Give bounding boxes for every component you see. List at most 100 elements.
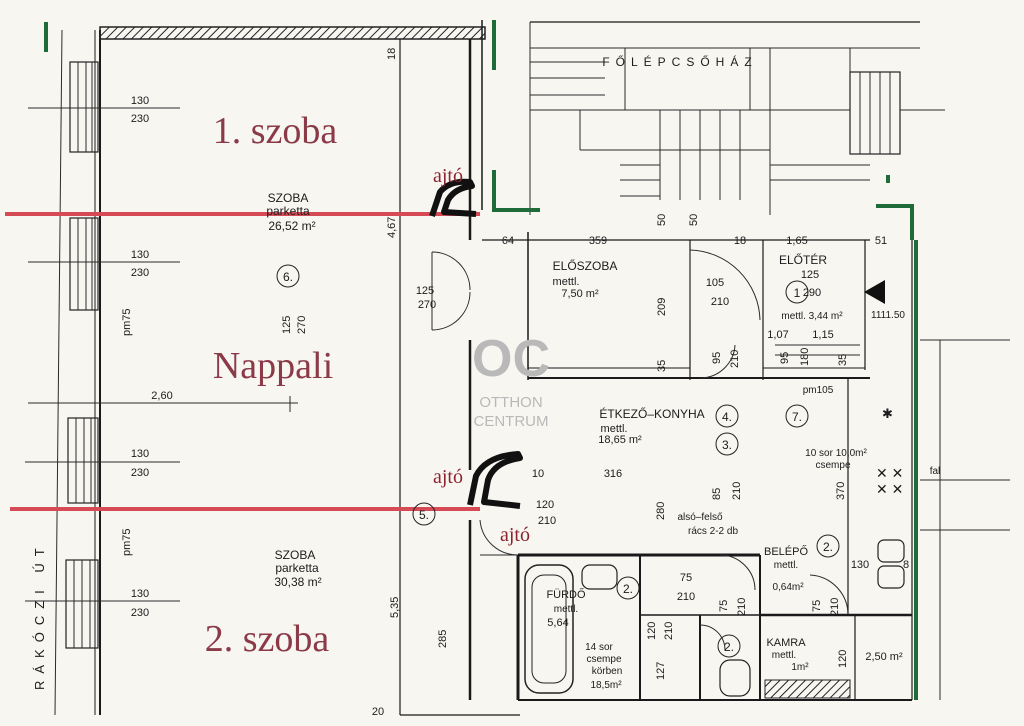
door-marker-top — [429, 178, 477, 217]
hall-name: ELŐSZOBA — [553, 258, 618, 273]
marker-2-entry: 2. — [823, 540, 833, 554]
bath-tile-1: 14 sor — [585, 642, 613, 653]
dim-180: 180 — [799, 348, 811, 366]
dim-105: 105 — [706, 277, 724, 289]
room2-area: 30,38 m² — [274, 575, 321, 589]
dim-18-top: 18 — [386, 48, 398, 60]
foyer-name: ELŐTÉR — [779, 252, 827, 267]
bath-floor: mettl. — [554, 604, 578, 615]
pantry-floor: mettl. — [772, 650, 796, 661]
window2-height: 230 — [131, 267, 149, 279]
dim-127: 127 — [655, 662, 667, 680]
dim-370: 370 — [835, 482, 847, 500]
dim-51: 51 — [875, 235, 887, 247]
green-marks — [44, 20, 918, 700]
dim-290: 290 — [803, 287, 821, 299]
dim-535: 5,35 — [389, 597, 401, 618]
entry-floor: mettl. — [774, 560, 798, 571]
dim-125-door: 125 — [416, 285, 434, 297]
dim-210-c: 210 — [731, 482, 743, 500]
doors — [431, 249, 849, 651]
dim-165: 1,65 — [786, 235, 807, 247]
stair-hall-label: FŐLÉPCSŐHÁZ — [602, 54, 757, 69]
dim-75-c: 75 — [811, 600, 823, 612]
grate-note-1: alsó–felső — [677, 512, 722, 523]
marker-2-wc: 2. — [724, 640, 734, 654]
dim-95-b: 95 — [779, 352, 791, 364]
dim-316: 316 — [604, 468, 622, 480]
window-1 — [69, 61, 99, 153]
dim-18-mid: 18 — [734, 235, 746, 247]
svg-text:✕ ✕: ✕ ✕ — [876, 465, 903, 481]
door-marker-bottom — [467, 451, 523, 509]
marker-3: 3. — [722, 438, 732, 452]
room1-floor: parketta — [266, 204, 310, 218]
dim-35-b: 35 — [837, 354, 849, 366]
dim-467: 4,67 — [386, 217, 398, 238]
svg-text:✕ ✕: ✕ ✕ — [876, 481, 903, 497]
small-room-area: 2,50 m² — [865, 651, 903, 663]
dim-270-door: 270 — [418, 299, 436, 311]
dim-75-b: 75 — [718, 600, 730, 612]
dim-210-a: 210 — [711, 296, 729, 308]
entry-area: 0,64m² — [772, 582, 804, 593]
bath-tile-2: csempe — [586, 654, 621, 665]
room2-floor: parketta — [275, 561, 319, 575]
dim-64: 64 — [502, 235, 514, 247]
dim-359: 359 — [589, 235, 607, 247]
room1-title: 1. szoba — [213, 110, 338, 152]
dim-280: 280 — [655, 502, 667, 520]
marker-5: 5. — [419, 508, 429, 522]
stair-hall — [529, 21, 945, 215]
dim-10: 10 — [532, 468, 544, 480]
dim-20: 20 — [372, 706, 384, 718]
dim-120-b: 120 — [646, 622, 658, 640]
dim-50-a: 50 — [656, 214, 668, 226]
bath-area: 5,64 — [547, 617, 568, 629]
dim-125-room: 125 — [281, 316, 293, 334]
window-4 — [65, 559, 99, 649]
bath-tile-3: körben — [592, 666, 623, 677]
window1-height: 230 — [131, 113, 149, 125]
marker-4: 4. — [722, 410, 732, 424]
marker-7: 7. — [792, 410, 802, 424]
dim-210-e: 210 — [736, 598, 748, 616]
bath-name: FÜRDŐ — [546, 587, 586, 601]
room1-name: SZOBA — [268, 191, 309, 205]
pantry-area: 1m² — [791, 662, 809, 673]
marker-2-bath: 2. — [623, 582, 633, 596]
svg-text:CENTRUM: CENTRUM — [474, 413, 549, 430]
living-title: Nappali — [213, 345, 333, 387]
grate-note-2: rács 2-2 db — [688, 526, 738, 537]
window3-height: 230 — [131, 467, 149, 479]
room-markers — [276, 264, 840, 658]
room2-title: 2. szoba — [205, 618, 330, 660]
room2-name: SZOBA — [275, 548, 316, 562]
pm105: pm105 — [803, 385, 834, 396]
bath-tile-4: 18,5m² — [590, 680, 622, 691]
street-name: RÁKÓCZI ÚT — [32, 541, 47, 690]
dim-8: 8 — [903, 559, 909, 571]
tile-note-2: csempe — [815, 460, 850, 471]
dim-130: 130 — [851, 559, 869, 571]
watermark-logo: OC OTTHON CENTRUM — [472, 330, 550, 430]
room1-area: 26,52 m² — [268, 219, 315, 233]
dim-260: 2,60 — [151, 390, 172, 402]
dim-75-a: 75 — [680, 572, 692, 584]
window3-width: 130 — [131, 448, 149, 460]
washbasin — [581, 564, 618, 590]
stove-burners: ✕ ✕ ✕ ✕ ✱ — [876, 406, 903, 497]
window1-width: 130 — [131, 95, 149, 107]
bathtub — [524, 564, 574, 694]
dim-85: 85 — [711, 488, 723, 500]
window-dimension-leaders — [25, 107, 298, 602]
kitchen-floor: mettl. — [601, 423, 628, 435]
kitchen-area: 18,65 m² — [598, 434, 642, 446]
dim-120-c: 120 — [837, 650, 849, 668]
dim-210-g: 210 — [829, 598, 841, 616]
dim-210-f: 210 — [663, 622, 675, 640]
kitchen-name: ÉTKEZŐ–KONYHA — [599, 406, 704, 421]
dim-107: 1,07 — [767, 329, 788, 341]
